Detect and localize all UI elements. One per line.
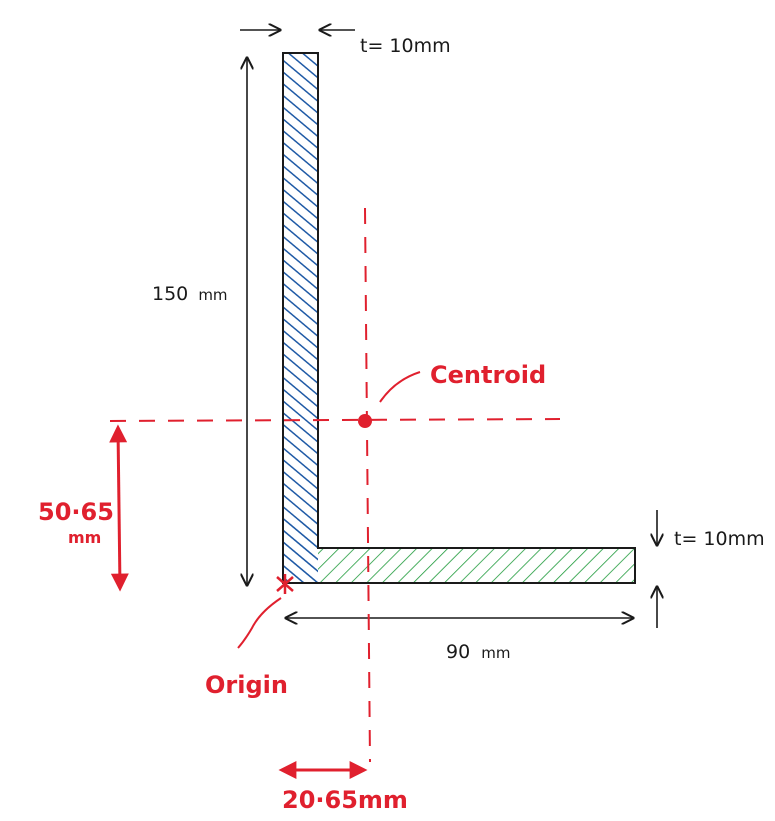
flange-thickness-label: t= 10mm [674,528,765,550]
y-bar-dimension-arrow [109,424,129,592]
height-unit: mm [198,286,227,304]
y-bar-unit: mm [68,528,101,547]
origin-label: Origin [205,671,288,699]
height-label: 150 mm [152,283,228,305]
height-value: 150 [152,283,188,305]
web-thickness-label: t= 10mm [360,35,451,57]
origin-marker [276,574,294,594]
centroid-leader [379,371,421,403]
width-unit: mm [481,644,510,662]
width-label: 90 mm [446,641,510,663]
flange-hatch [318,548,635,583]
centroid-point [358,414,372,428]
centroid-horizontal-axis [109,418,561,422]
x-bar-value: 20·65mm [282,786,408,814]
web-lower-hatch [283,520,318,583]
l-section-outline [282,52,636,584]
origin-leader [237,597,282,649]
y-bar-value: 50·65 [38,498,114,526]
web-hatch [283,53,318,583]
centroid-vertical-axis [364,207,371,763]
width-value: 90 [446,641,470,663]
centroid-label: Centroid [430,361,546,389]
